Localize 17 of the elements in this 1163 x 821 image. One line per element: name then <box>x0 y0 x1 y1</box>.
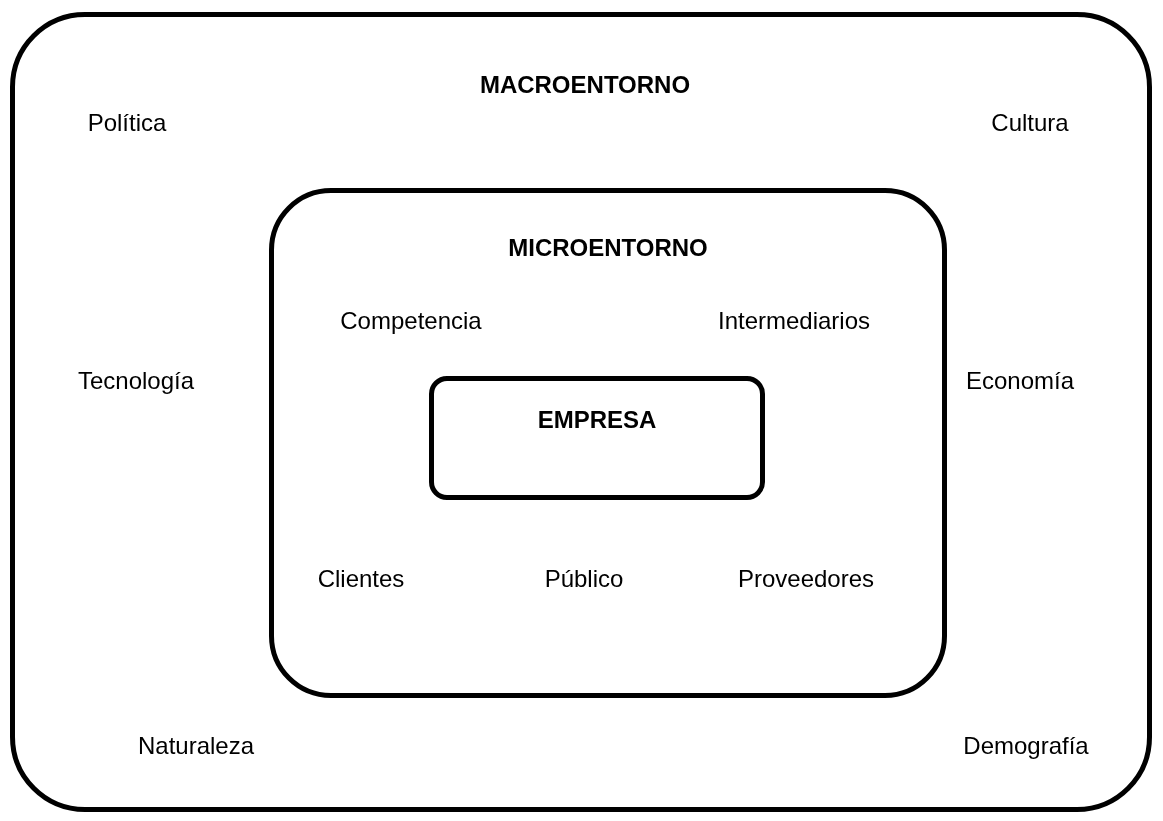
factor-label: Competencia <box>340 309 482 333</box>
environment-title: MACROENTORNO <box>479 73 691 97</box>
factor-label: Cultura <box>991 111 1069 135</box>
factor-label: Clientes <box>317 567 405 591</box>
factor-label: Política <box>87 111 167 135</box>
factor-label: Proveedores <box>737 567 875 591</box>
environment-title: MICROENTORNO <box>508 236 708 260</box>
factor-label: Naturaleza <box>137 734 255 758</box>
company-box <box>429 376 765 500</box>
micro-environment-box <box>269 188 947 698</box>
factor-label: Demografía <box>963 734 1089 758</box>
factor-label: Tecnología <box>77 369 195 393</box>
macro-environment-box <box>10 12 1152 812</box>
factor-label: Intermediarios <box>717 309 871 333</box>
factor-label: Economía <box>965 369 1075 393</box>
factor-label: Público <box>544 567 624 591</box>
environment-title: EMPRESA <box>537 408 657 432</box>
